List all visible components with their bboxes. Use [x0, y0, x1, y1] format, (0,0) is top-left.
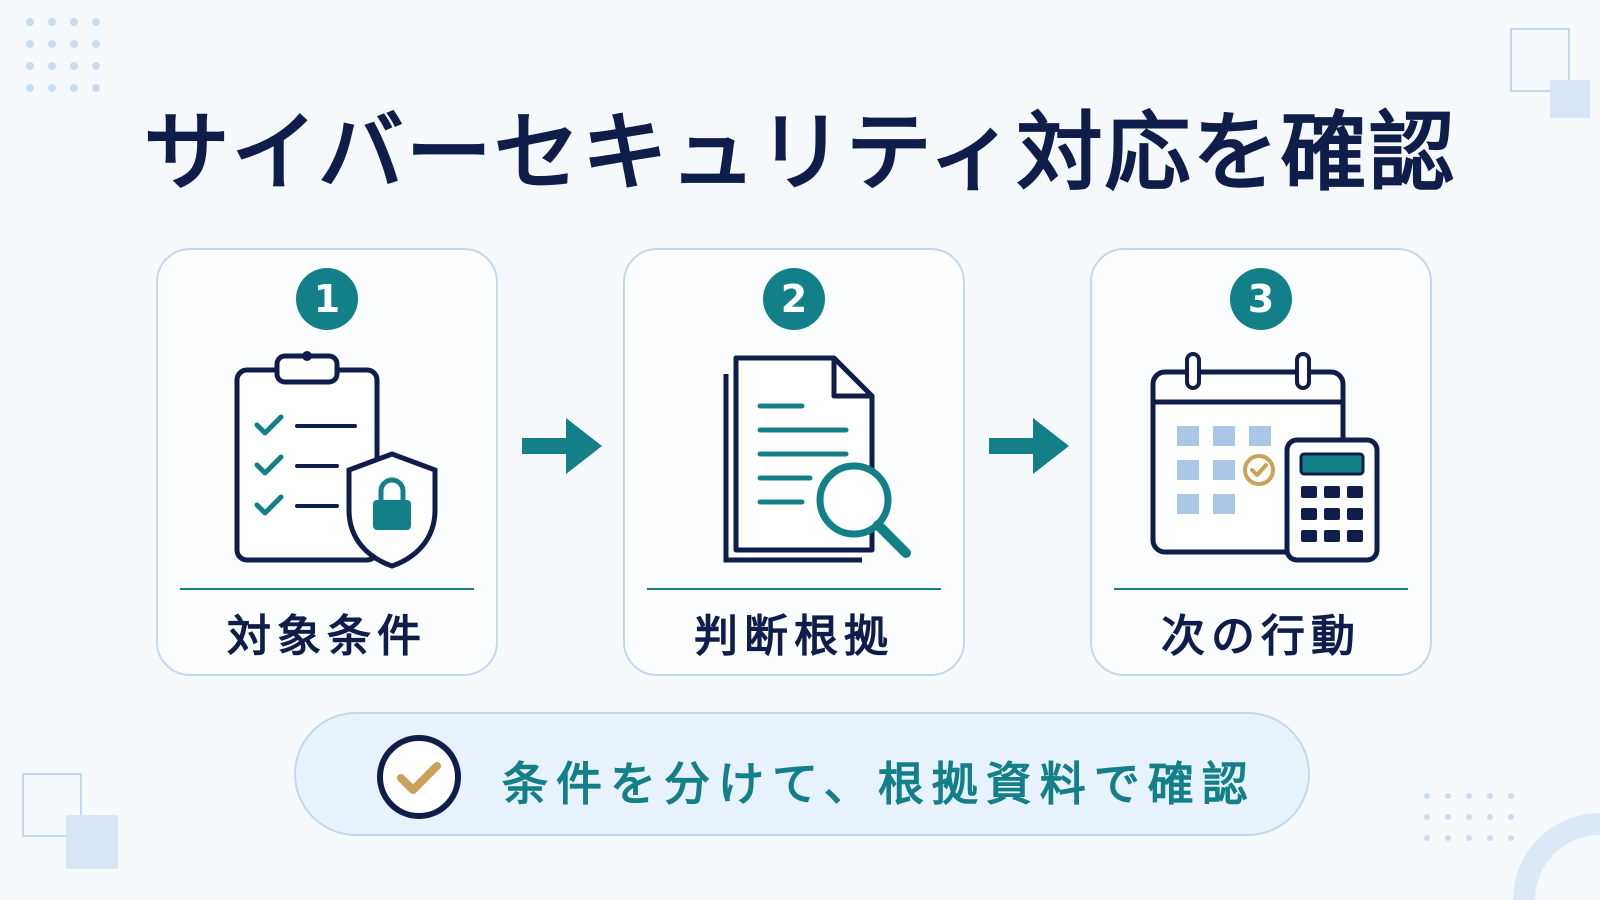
decorative-square [1550, 80, 1590, 118]
decorative-square [1510, 28, 1570, 92]
step-label: 次の行動 [1161, 611, 1361, 662]
step-divider [647, 588, 941, 590]
document-search-icon [723, 355, 911, 563]
step-divider [180, 588, 474, 590]
arrow-right-icon [522, 418, 602, 474]
summary-banner: 条件を分けて、根拠資料で確認 [294, 712, 1310, 836]
step-number-badge: 2 [763, 268, 825, 330]
step-number-badge: 1 [296, 268, 358, 330]
step-number-badge: 3 [1230, 268, 1292, 330]
decorative-dot-grid [1424, 793, 1514, 841]
calendar-calculator-icon [1150, 352, 1380, 563]
page-title: サイバーセキュリティ対応を確認 [143, 103, 1457, 203]
summary-text: 条件を分けて、根拠資料で確認 [502, 757, 1256, 811]
check-circle-icon [377, 735, 461, 819]
arrow-right-icon [989, 418, 1069, 474]
step-card-3: 3 次の行動 [1090, 248, 1432, 676]
decorative-square [66, 815, 118, 869]
step-label: 判断根拠 [694, 611, 894, 662]
decorative-arc [1513, 813, 1600, 900]
step-label: 対象条件 [227, 611, 427, 662]
decorative-square [22, 773, 82, 837]
step-divider [1114, 588, 1408, 590]
clipboard-shield-icon [234, 351, 438, 569]
decorative-dot-grid [26, 18, 100, 92]
step-card-2: 2 判断根拠 [623, 248, 965, 676]
step-card-1: 1 対象条件 [156, 248, 498, 676]
